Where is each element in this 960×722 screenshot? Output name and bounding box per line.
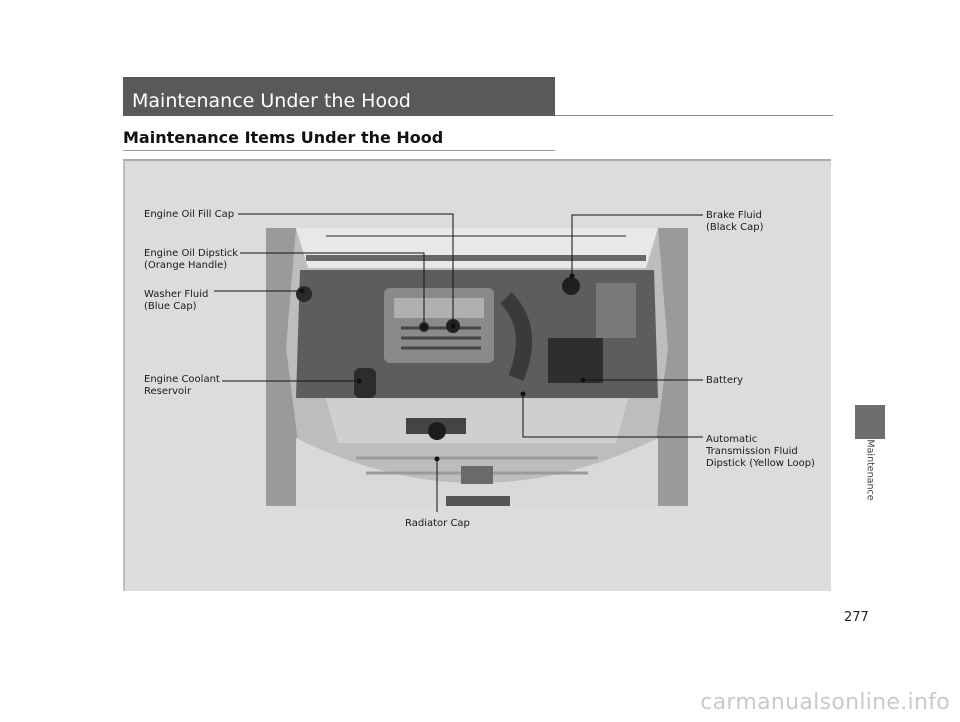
- label-brake-fluid: Brake Fluid (Black Cap): [706, 210, 764, 233]
- label-radiator-cap: Radiator Cap: [405, 518, 470, 529]
- subheading: Maintenance Items Under the Hood: [123, 128, 444, 147]
- label-battery: Battery: [706, 375, 744, 386]
- subheading-rule: [123, 150, 555, 151]
- section-title: Maintenance Under the Hood: [123, 77, 555, 116]
- chapter-tab[interactable]: [855, 405, 885, 439]
- chapter-tab-label: Maintenance: [864, 439, 876, 501]
- label-engine-coolant-reservoir: Engine Coolant Reservoir: [144, 374, 220, 397]
- label-engine-oil-dipstick: Engine Oil Dipstick (Orange Handle): [144, 248, 239, 271]
- label-washer-fluid: Washer Fluid (Blue Cap): [144, 289, 209, 312]
- watermark: carmanualsonline.info: [700, 690, 950, 715]
- label-engine-oil-fill-cap: Engine Oil Fill Cap: [144, 209, 235, 220]
- section-title-rule: [555, 115, 833, 116]
- page-number: 277: [844, 610, 869, 625]
- label-atf-dipstick: Automatic Transmission Fluid Dipstick (Y…: [706, 434, 815, 469]
- engine-bay-illustration: [266, 228, 688, 506]
